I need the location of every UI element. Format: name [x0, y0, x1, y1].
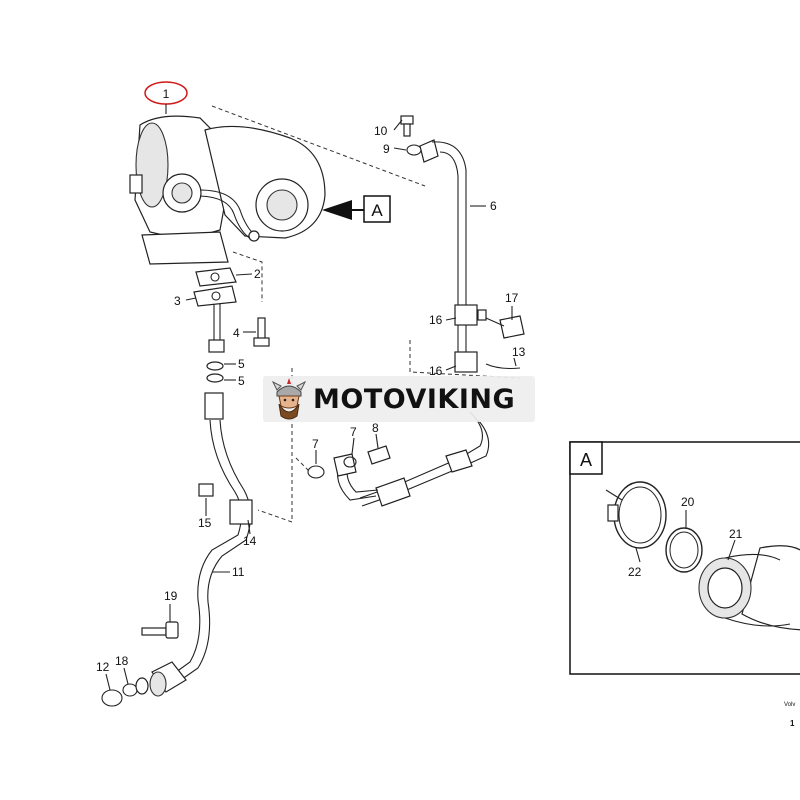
callout-16b: 16: [429, 364, 443, 378]
callout-18: 18: [115, 654, 129, 668]
callout-16a: 16: [429, 313, 443, 327]
callout-5b: 5: [238, 374, 245, 388]
outlet-pipe-21: [741, 545, 800, 631]
gaskets: [193, 267, 237, 307]
guide-line: [295, 457, 311, 473]
corner-text-code: 1: [790, 719, 795, 728]
callout-11: 11: [232, 565, 245, 579]
bolt-4: [253, 317, 270, 347]
detail-view-a: A 20 21 22: [569, 441, 800, 675]
callout-7b: 7: [350, 425, 357, 439]
callout-15: 15: [198, 516, 212, 530]
ring-18: [122, 683, 138, 697]
washer-7: [307, 465, 325, 479]
callout-9: 9: [383, 142, 390, 156]
callout-8: 8: [372, 421, 379, 435]
corner-text-brand: Volv: [784, 702, 795, 708]
callout-13: 13: [512, 345, 526, 359]
callout-19: 19: [164, 589, 178, 603]
callout-7a: 7: [312, 437, 319, 451]
view-marker-label: A: [371, 201, 383, 220]
callout-21: 21: [729, 527, 743, 541]
callout-14: 14: [243, 534, 257, 548]
bolt-19: [141, 621, 179, 639]
ring-12: [101, 689, 123, 707]
callout-numbers: 1 2 3 4 5 5 6 7 7 8 9 10 11 12 13 14 15 …: [96, 87, 526, 674]
view-arrow-a: A: [322, 195, 391, 223]
callout-4: 4: [233, 326, 240, 340]
guide-line: [211, 105, 426, 187]
callout-6: 6: [490, 199, 497, 213]
bolt-8: [367, 445, 391, 465]
callout-20: 20: [681, 495, 695, 509]
viking-logo-icon: [271, 378, 307, 420]
callout-22: 22: [628, 565, 642, 579]
ring-20: [665, 527, 703, 573]
feed-pipe: [337, 115, 525, 507]
detail-title: A: [580, 450, 592, 470]
leader-lines: [105, 104, 517, 691]
watermark-text: MOTOVIKING: [313, 383, 516, 415]
watermark-banner: MOTOVIKING: [263, 376, 535, 422]
callout-3: 3: [174, 294, 181, 308]
callout-10: 10: [374, 124, 388, 138]
callout-2: 2: [254, 267, 261, 281]
turbocharger: [129, 115, 326, 265]
callout-1: 1: [163, 87, 170, 101]
guide-line: [232, 251, 263, 302]
return-pipe: [149, 304, 253, 697]
callout-12: 12: [96, 660, 110, 674]
callout-5a: 5: [238, 357, 245, 371]
callout-17: 17: [505, 291, 519, 305]
